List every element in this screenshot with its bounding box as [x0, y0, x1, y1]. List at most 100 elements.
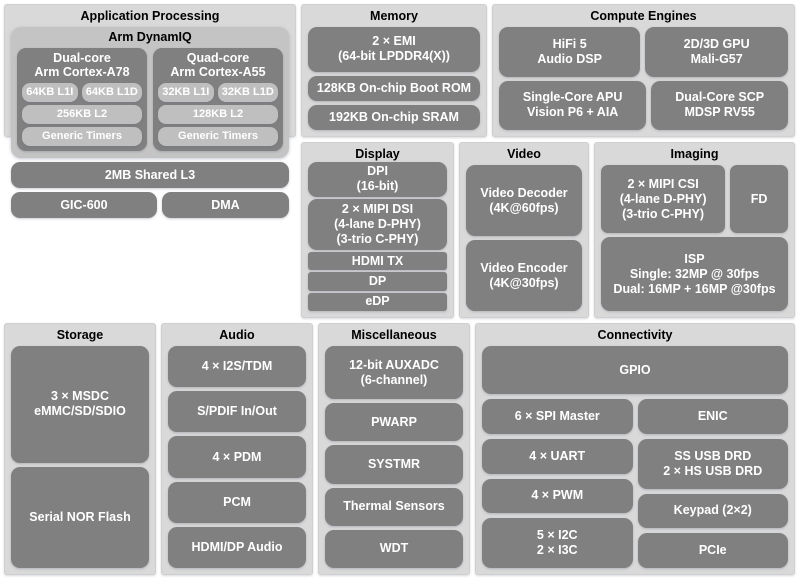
block-dma[interactable]: DMA	[161, 192, 289, 218]
block-video-decoder-spec: (4K@60fps)	[489, 200, 559, 215]
block-hdmi-tx[interactable]: HDMI TX	[308, 251, 447, 271]
block-hdmi-dp-audio[interactable]: HDMI/DP Audio	[168, 526, 306, 569]
block-i2s-tdm[interactable]: 4 × I2S/TDM	[168, 346, 306, 388]
cluster-core-name-a55: Arm Cortex-A55	[170, 65, 266, 79]
panel-title-miscellaneous: Miscellaneous	[351, 328, 437, 342]
block-spi-master[interactable]: 6 × SPI Master	[482, 399, 633, 434]
block-pwarp[interactable]: PWARP	[325, 403, 463, 442]
block-systmr[interactable]: SYSTMR	[325, 445, 463, 484]
block-thermal-sensors[interactable]: Thermal Sensors	[325, 487, 463, 526]
block-video-decoder-name: Video Decoder	[480, 185, 568, 200]
diagram-row-bottom: Storage 3 × MSDC eMMC/SD/SDIO Serial NOR…	[4, 323, 795, 575]
block-usb-ss: SS USB DRD	[674, 448, 752, 463]
block-fd[interactable]: FD	[730, 165, 788, 233]
cluster-title-cortex-a78: Dual-core Arm Cortex-A78	[22, 51, 142, 79]
imaging-row-sensors: 2 × MIPI CSI (4-lane D-PHY) (3-trio C-PH…	[601, 165, 788, 233]
panel-storage: Storage 3 × MSDC eMMC/SD/SDIO Serial NOR…	[4, 323, 156, 575]
block-gpu-name: Mali-G57	[690, 51, 743, 66]
block-i2c-i3c[interactable]: 5 × I2C 2 × I3C	[482, 518, 633, 569]
block-title-arm-dynamiq: Arm DynamIQ	[108, 30, 192, 44]
compute-engines-row-1: HiFi 5 Audio DSP 2D/3D GPU Mali-G57	[499, 27, 788, 77]
block-a55-generic-timers[interactable]: Generic Timers	[158, 127, 278, 146]
block-on-chip-sram[interactable]: 192KB On-chip SRAM	[308, 104, 480, 130]
block-a55-l1d[interactable]: 32KB L1D	[217, 83, 279, 102]
panel-title-memory: Memory	[370, 9, 418, 23]
block-msdc[interactable]: 3 × MSDC eMMC/SD/SDIO	[11, 346, 149, 463]
block-isp[interactable]: ISP Single: 32MP @ 30fps Dual: 16MP + 16…	[601, 237, 788, 311]
block-i3c-count: 2 × I3C	[536, 543, 578, 558]
connectivity-column-right: ENIC SS USB DRD 2 × HS USB DRD Keypad (2…	[637, 399, 788, 569]
panel-title-connectivity: Connectivity	[597, 328, 673, 342]
block-gpu-mali-g57[interactable]: 2D/3D GPU Mali-G57	[645, 27, 788, 77]
panel-memory: Memory 2 × EMI (64-bit LPDDR4(X)) 128KB …	[301, 4, 487, 137]
block-video-decoder[interactable]: Video Decoder (4K@60fps)	[466, 165, 582, 236]
block-a78-l2[interactable]: 256KB L2	[22, 105, 142, 124]
block-uart[interactable]: 4 × UART	[482, 438, 633, 474]
block-apu-cores: Single-Core APU	[522, 90, 623, 105]
block-arm-dynamiq[interactable]: Arm DynamIQ Dual-core Arm Cortex-A78 64K…	[11, 27, 289, 158]
block-video-encoder[interactable]: Video Encoder (4K@30fps)	[466, 240, 582, 311]
compute-engines-body: HiFi 5 Audio DSP 2D/3D GPU Mali-G57 Sing…	[499, 27, 788, 130]
block-boot-rom[interactable]: 128KB On-chip Boot ROM	[308, 75, 480, 101]
block-pwm[interactable]: 4 × PWM	[482, 478, 633, 514]
block-a78-generic-timers[interactable]: Generic Timers	[22, 127, 142, 146]
block-csi-count: 2 × MIPI CSI	[627, 176, 699, 191]
block-usb-drd[interactable]: SS USB DRD 2 × HS USB DRD	[637, 438, 788, 489]
block-isp-single: Single: 32MP @ 30fps	[629, 266, 760, 281]
block-emi-count: 2 × EMI	[372, 34, 416, 49]
cache-row-a55-l1: 32KB L1I 32KB L1D	[158, 83, 279, 102]
block-dp[interactable]: DP	[308, 272, 447, 291]
block-dsi-cphy: (3-trio C-PHY)	[336, 231, 419, 246]
application-processing-body: Arm DynamIQ Dual-core Arm Cortex-A78 64K…	[11, 27, 289, 218]
video-body: Video Decoder (4K@60fps) Video Encoder (…	[466, 165, 582, 311]
block-auxadc-resolution: 12-bit AUXADC	[349, 357, 439, 372]
block-hifi5-audio-dsp[interactable]: HiFi 5 Audio DSP	[499, 27, 641, 77]
block-gpu-type: 2D/3D GPU	[683, 36, 750, 51]
block-spdif[interactable]: S/PDIF In/Out	[168, 391, 306, 433]
block-pcm[interactable]: PCM	[168, 481, 306, 523]
cluster-cortex-a55[interactable]: Quad-core Arm Cortex-A55 32KB L1I 32KB L…	[153, 48, 283, 151]
block-msdc-count: 3 × MSDC	[50, 389, 109, 404]
diagram-row-top: Application Processing Arm DynamIQ Dual-…	[4, 4, 795, 218]
block-shared-l3[interactable]: 2MB Shared L3	[11, 162, 289, 188]
block-a78-l1d[interactable]: 64KB L1D	[81, 83, 143, 102]
cluster-cortex-a78[interactable]: Dual-core Arm Cortex-A78 64KB L1I 64KB L…	[17, 48, 147, 151]
panel-title-video: Video	[507, 147, 541, 161]
panel-title-imaging: Imaging	[670, 147, 719, 161]
block-hifi5-role: Audio DSP	[537, 51, 602, 66]
block-mipi-dsi[interactable]: 2 × MIPI DSI (4-lane D-PHY) (3-trio C-PH…	[308, 198, 447, 250]
block-a55-l2[interactable]: 128KB L2	[158, 105, 278, 124]
audio-body: 4 × I2S/TDM S/PDIF In/Out 4 × PDM PCM HD…	[168, 346, 306, 569]
storage-body: 3 × MSDC eMMC/SD/SDIO Serial NOR Flash	[11, 346, 149, 568]
panel-title-audio: Audio	[219, 328, 255, 342]
block-pdm[interactable]: 4 × PDM	[168, 436, 306, 478]
block-keypad[interactable]: Keypad (2×2)	[637, 493, 788, 529]
block-apu-vision-p6[interactable]: Single-Core APU Vision P6 + AIA	[499, 80, 647, 130]
block-isp-name: ISP	[684, 251, 705, 266]
block-i2c-count: 5 × I2C	[536, 528, 578, 543]
block-dpi[interactable]: DPI (16-bit)	[308, 162, 447, 197]
block-enic[interactable]: ENIC	[637, 399, 788, 434]
block-pcie[interactable]: PCIe	[637, 533, 788, 569]
block-auxadc[interactable]: 12-bit AUXADC (6-channel)	[325, 346, 463, 400]
cluster-core-name-a78: Arm Cortex-A78	[34, 65, 130, 79]
middle-row-spacer	[4, 142, 296, 318]
block-video-encoder-name: Video Encoder	[480, 260, 568, 275]
block-emi[interactable]: 2 × EMI (64-bit LPDDR4(X))	[308, 27, 480, 72]
panel-miscellaneous: Miscellaneous 12-bit AUXADC (6-channel) …	[318, 323, 470, 575]
block-gpio[interactable]: GPIO	[482, 346, 788, 395]
block-dsi-dphy: (4-lane D-PHY)	[334, 216, 421, 231]
panel-imaging: Imaging 2 × MIPI CSI (4-lane D-PHY) (3-t…	[594, 142, 795, 318]
block-wdt[interactable]: WDT	[325, 529, 463, 569]
block-a55-l1i[interactable]: 32KB L1I	[158, 83, 214, 102]
block-gic-600[interactable]: GIC-600	[11, 192, 157, 218]
app-processing-bottom-row: GIC-600 DMA	[11, 192, 289, 218]
block-dpi-width: (16-bit)	[356, 179, 399, 194]
block-edp[interactable]: eDP	[308, 292, 447, 311]
block-a78-l1i[interactable]: 64KB L1I	[22, 83, 78, 102]
block-dpi-name: DPI	[367, 164, 388, 179]
panel-audio: Audio 4 × I2S/TDM S/PDIF In/Out 4 × PDM …	[161, 323, 313, 575]
block-scp-mdsp-rv55[interactable]: Dual-Core SCP MDSP RV55	[651, 80, 788, 130]
block-mipi-csi[interactable]: 2 × MIPI CSI (4-lane D-PHY) (3-trio C-PH…	[601, 165, 726, 233]
block-serial-nor-flash[interactable]: Serial NOR Flash	[11, 466, 149, 568]
